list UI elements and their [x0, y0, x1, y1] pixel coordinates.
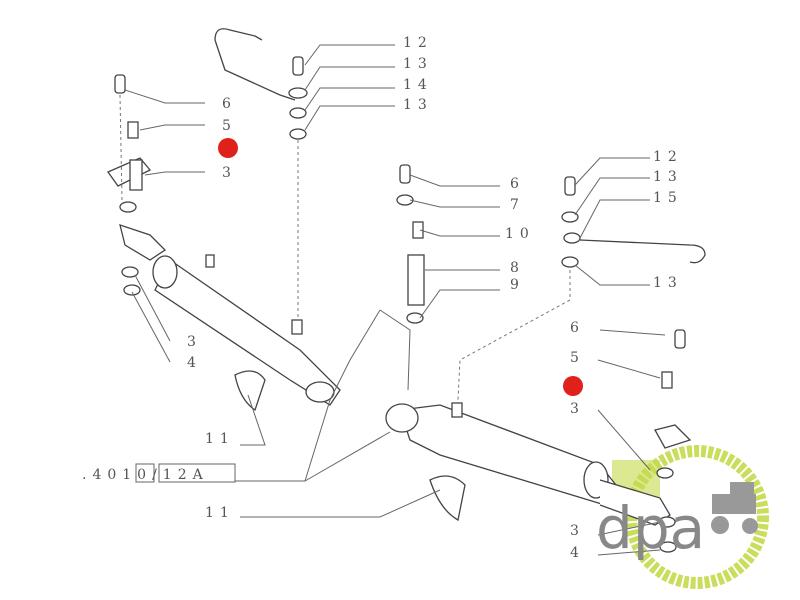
callout-label: 3 — [222, 165, 237, 181]
callout-label: 6 — [570, 320, 585, 336]
callout-label: 10 — [505, 226, 535, 242]
callout-label: 13 — [653, 169, 683, 185]
callout-label: 7 — [510, 197, 525, 213]
callout-label: 14 — [403, 77, 433, 93]
callout-label: 9 — [510, 277, 525, 293]
callout-label: 3 — [570, 523, 585, 539]
callout-label: 13 — [403, 56, 433, 72]
logo-text: dpa — [596, 494, 705, 562]
left-cylinder — [119, 224, 341, 406]
callout-label: 6 — [510, 176, 525, 192]
marker-dot-left — [218, 138, 238, 158]
callout-label: 4 — [187, 355, 202, 371]
callout-label: 11 — [205, 505, 235, 521]
marker-dot-right — [563, 376, 583, 396]
reference-text: .4010/12A — [82, 467, 209, 483]
callout-label: 6 — [222, 96, 237, 112]
right-cylinder — [385, 402, 671, 526]
callout-label: 3 — [570, 401, 585, 417]
callout-label: 12 — [403, 35, 433, 51]
fasteners — [107, 28, 706, 553]
assembly-lines — [119, 94, 571, 401]
callout-label: 5 — [570, 350, 585, 366]
callout-label: 13 — [403, 97, 433, 113]
callout-label: 8 — [510, 260, 525, 276]
leader-lines — [124, 44, 666, 556]
dpa-logo: dpa — [596, 482, 758, 562]
callout-label: 12 — [653, 149, 683, 165]
callout-label: 5 — [222, 118, 237, 134]
reference-code: .4010/12A — [82, 463, 236, 483]
callout-label: 11 — [205, 431, 235, 447]
callout-label: 15 — [653, 190, 683, 206]
callout-label: 4 — [570, 545, 585, 561]
callout-label: 3 — [187, 334, 202, 350]
tractor-icon — [711, 482, 758, 534]
callout-label: 13 — [653, 275, 683, 291]
callout-labels: 6 5 3 3 4 11 12 13 14 13 6 7 10 8 9 12 1… — [187, 35, 683, 561]
